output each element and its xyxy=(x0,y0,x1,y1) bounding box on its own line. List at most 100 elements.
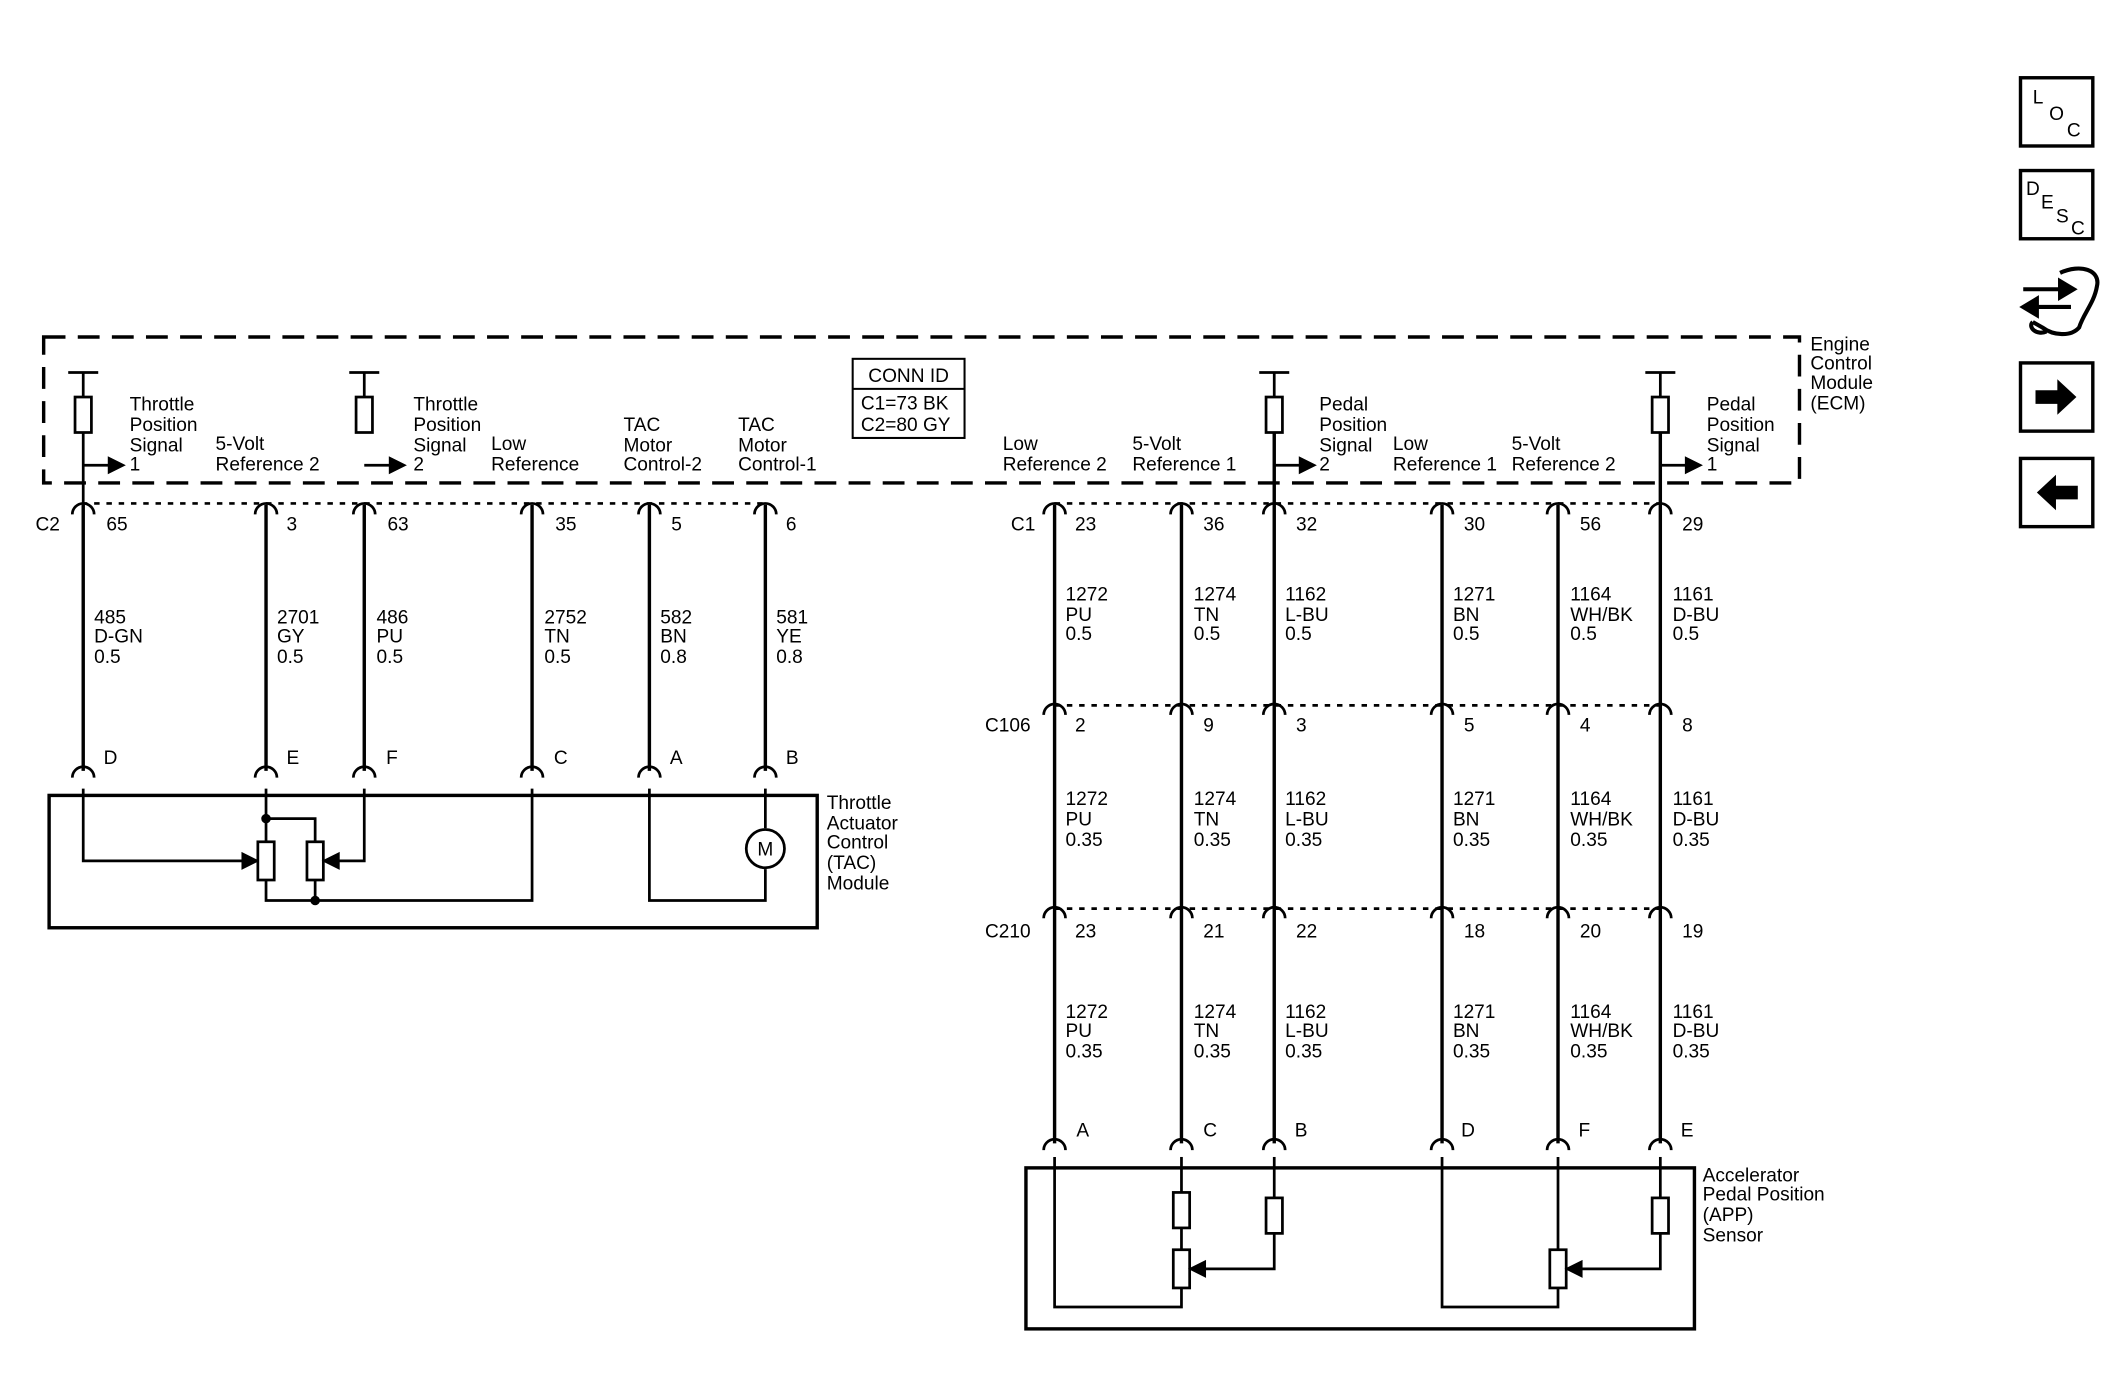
ecm-pullup-tp2 xyxy=(349,371,380,434)
wire-label: TN xyxy=(1194,1021,1219,1042)
wire-label: 1272 xyxy=(1066,584,1108,605)
pin-letter: B xyxy=(1295,1121,1308,1142)
c106-pin-numbers: 2 9 3 5 4 8 xyxy=(1075,715,1693,736)
wire-label: 1161 xyxy=(1673,789,1714,810)
pin-number: 20 xyxy=(1580,921,1601,942)
circuit-name: 2 xyxy=(1319,455,1330,476)
wire-label: 0.5 xyxy=(277,647,304,668)
ecm-pullup-pps2 xyxy=(1259,371,1290,434)
wire-label: 1164 xyxy=(1570,789,1611,810)
circuit-name: 5-Volt xyxy=(1132,434,1182,455)
circuit-name: Throttle xyxy=(413,395,478,416)
tac-wire-labels: 485 D-GN 0.5 2701 GY 0.5 486 PU 0.5 2752… xyxy=(94,608,808,669)
pin-number: 3 xyxy=(286,515,297,536)
wire-label: 1274 xyxy=(1194,1002,1237,1023)
wire-label: 0.5 xyxy=(1285,624,1312,645)
previous-page-button[interactable] xyxy=(2018,456,2095,529)
pin-number: 36 xyxy=(1203,515,1224,536)
circuit-name: 5-Volt xyxy=(1512,434,1562,455)
wire-label: 1162 xyxy=(1285,1002,1326,1023)
wire-label: PU xyxy=(1066,1021,1093,1042)
connector-c210-label: C210 xyxy=(985,921,1031,942)
wire-label: 0.5 xyxy=(1673,624,1700,645)
conn-id-line: C2=80 GY xyxy=(861,415,951,436)
app-wires xyxy=(1052,432,1663,1144)
connector-view-button[interactable] xyxy=(2019,266,2100,337)
wire-label: 0.35 xyxy=(1673,1041,1710,1062)
wire-label: BN xyxy=(1453,605,1480,626)
pin-number: 9 xyxy=(1203,715,1214,736)
desc-button[interactable]: D E S C xyxy=(2018,168,2095,241)
ecm-pullup-tp1 xyxy=(68,371,99,505)
wire-label: 2752 xyxy=(544,608,586,629)
c2-pin-numbers: 65 3 63 35 5 6 xyxy=(106,515,796,536)
wire-label: 1161 xyxy=(1673,584,1714,605)
pin-number: 19 xyxy=(1682,921,1703,942)
circuit-name: Pedal xyxy=(1707,395,1756,416)
wire-label: 0.5 xyxy=(377,647,404,668)
tac-label-line: (TAC) xyxy=(827,853,876,874)
tac-label-line: Module xyxy=(827,874,890,895)
conn-id-line: C1=73 BK xyxy=(861,393,949,414)
svg-text:O: O xyxy=(2049,104,2064,125)
circuit-name: Reference 1 xyxy=(1132,455,1236,476)
tac-label-line: Actuator xyxy=(827,814,899,835)
circuit-name: Throttle xyxy=(130,395,195,416)
wire-label: 2701 xyxy=(277,608,319,629)
wire-label: 1274 xyxy=(1194,584,1237,605)
ecm-label-line: Engine xyxy=(1810,335,1869,356)
tac-terminals xyxy=(70,765,778,778)
circuit-name: Position xyxy=(1319,415,1387,436)
pin-letter: C xyxy=(554,748,568,769)
wire-label: 0.5 xyxy=(1066,624,1093,645)
pin-number: 65 xyxy=(106,515,127,536)
circuit-name: Reference 1 xyxy=(1393,455,1497,476)
pin-number: 21 xyxy=(1203,921,1224,942)
wire-label: 485 xyxy=(94,608,126,629)
pin-letter: A xyxy=(670,748,683,769)
pin-number: 5 xyxy=(1464,715,1475,736)
wire-label: 1274 xyxy=(1194,789,1237,810)
loc-button[interactable]: L O C xyxy=(2018,76,2095,148)
connector-hand-icon xyxy=(2019,266,2100,337)
wire-label: 1271 xyxy=(1453,1002,1495,1023)
tac-module-label: Throttle Actuator Control (TAC) Module xyxy=(827,793,899,894)
c2-terminals xyxy=(70,502,778,515)
pin-letter: E xyxy=(286,748,299,769)
pin-number: 35 xyxy=(555,515,576,536)
connector-c2-label: C2 xyxy=(35,515,59,536)
wire-label: 0.35 xyxy=(1194,1041,1231,1062)
pin-letter: E xyxy=(1681,1121,1694,1142)
wire-label: D-BU xyxy=(1673,1021,1720,1042)
wire-label: 0.5 xyxy=(94,647,121,668)
circuit-name: Motor xyxy=(738,436,787,457)
connector-c1-label: C1 xyxy=(1011,515,1035,536)
wire-label: L-BU xyxy=(1285,809,1329,830)
app-wire-labels-seg2: 1272 PU 0.35 1274 TN 0.35 1162 L-BU 0.35… xyxy=(1066,789,1720,851)
wire-label: 1162 xyxy=(1285,584,1326,605)
circuit-name: Motor xyxy=(623,436,672,457)
pin-letter: D xyxy=(104,748,118,769)
circuit-name: Reference xyxy=(491,455,579,476)
pin-number: 30 xyxy=(1464,515,1485,536)
circuit-name: Signal xyxy=(130,436,183,457)
wire-label: PU xyxy=(1066,605,1093,626)
pin-number: 63 xyxy=(387,515,408,536)
pin-number: 5 xyxy=(671,515,682,536)
pin-letter: D xyxy=(1461,1121,1475,1142)
wire-label: BN xyxy=(660,627,687,648)
wire-label: GY xyxy=(277,627,305,648)
wire-label: 0.5 xyxy=(1453,624,1480,645)
tac-internal-circuit xyxy=(81,788,786,906)
pin-number: 22 xyxy=(1296,921,1317,942)
tac-label-line: Throttle xyxy=(827,793,892,814)
circuit-name: Reference 2 xyxy=(216,455,320,476)
app-label-line: Pedal Position xyxy=(1703,1185,1825,1206)
wire-label: 1272 xyxy=(1066,1002,1108,1023)
wire-label: 582 xyxy=(660,608,692,629)
ecm-label: Engine Control Module (ECM) xyxy=(1810,335,1873,415)
next-page-button[interactable] xyxy=(2018,361,2095,433)
circuit-name: 5-Volt xyxy=(216,434,266,455)
wire-label: 581 xyxy=(776,608,808,629)
circuit-name: Pedal xyxy=(1319,395,1368,416)
